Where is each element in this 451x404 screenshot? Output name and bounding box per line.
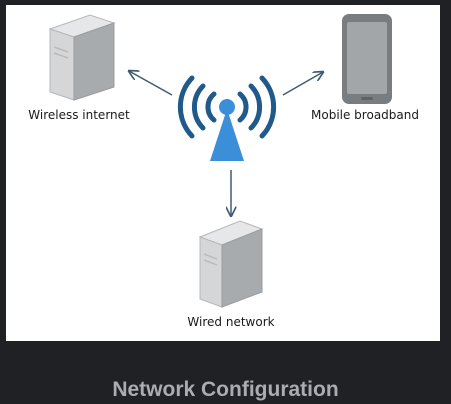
wireless-internet-server-icon [48, 14, 116, 101]
wired-network-label: Wired network [187, 315, 275, 329]
diagram-panel: Wireless internet Mobile broadband Wired… [6, 5, 440, 341]
mobile-broadband-label: Mobile broadband [311, 108, 419, 122]
figure-caption: Network Configuration [112, 378, 339, 401]
wifi-antenna-icon [177, 75, 277, 161]
arrow-to-wireless-internet [129, 71, 173, 96]
network-diagram [48, 14, 392, 308]
wireless-internet-label: Wireless internet [28, 108, 130, 122]
arrow-to-mobile-broadband [282, 72, 323, 96]
mobile-broadband-phone-icon [342, 14, 392, 104]
wired-network-server-icon [198, 220, 264, 308]
